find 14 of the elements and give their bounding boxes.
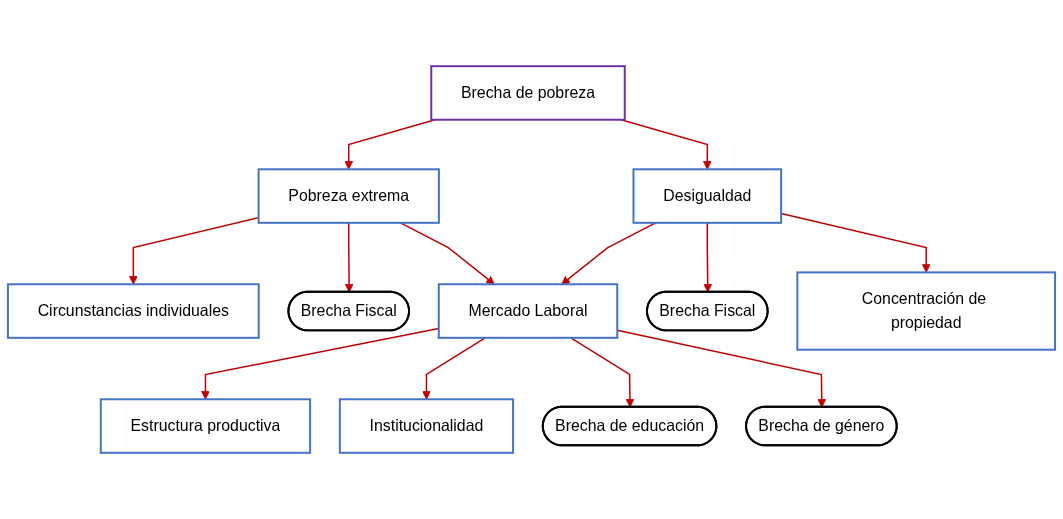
arrow bbox=[703, 222, 713, 293]
node-box: Estructura productiva bbox=[99, 398, 312, 454]
arrow bbox=[570, 337, 635, 408]
arrow bbox=[344, 222, 354, 293]
arrow bbox=[561, 222, 657, 285]
node-box: Mercado Laboral bbox=[437, 283, 619, 339]
node-box: Circunstancias individuales bbox=[6, 283, 260, 339]
node-box: Pobreza extrema bbox=[257, 168, 440, 224]
node-box: Desigualdad bbox=[632, 168, 783, 224]
node-box: Brecha de pobreza bbox=[430, 65, 626, 121]
arrow bbox=[422, 337, 486, 400]
node-box: Institucionalidad bbox=[338, 398, 515, 454]
node-box: Concentración de propiedad bbox=[796, 271, 1057, 351]
arrow bbox=[399, 222, 495, 285]
